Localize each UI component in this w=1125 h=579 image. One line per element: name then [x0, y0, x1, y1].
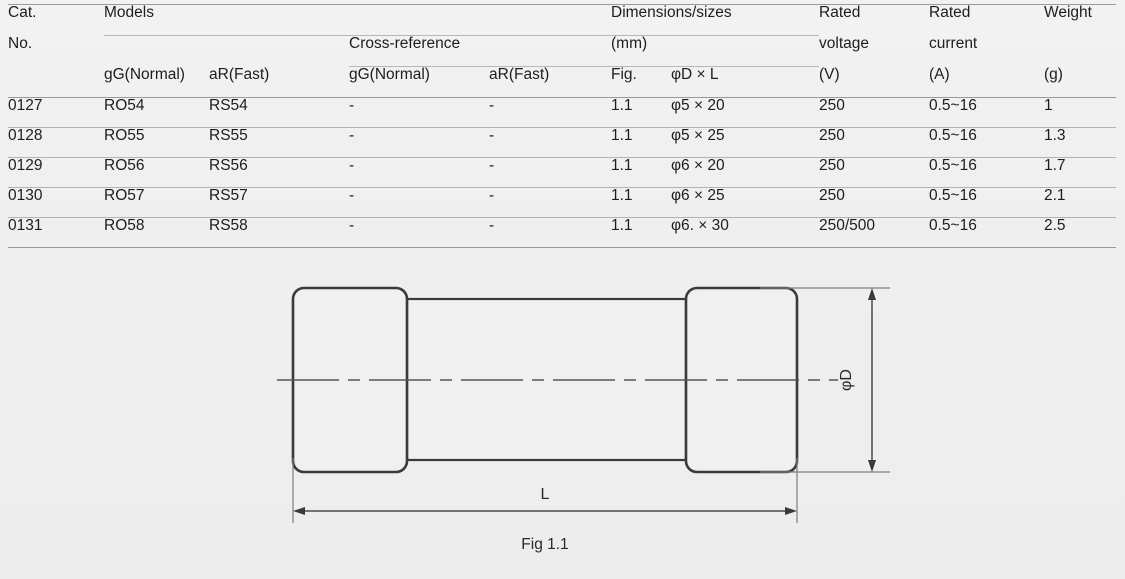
header-voltage-unit: (V) — [819, 65, 840, 83]
table-row: 0131 RO58 RS58 - - 1.1 φ6. × 30 250/500 … — [8, 218, 1116, 248]
cell-current: 0.5~16 — [929, 217, 977, 234]
header-dimensions-line2: (mm) — [611, 35, 819, 67]
cell-fig: 1.1 — [611, 217, 633, 234]
cell-dimension: φ6 × 25 — [671, 187, 725, 204]
cell-cat-no: 0130 — [8, 187, 43, 204]
header-ar-fast: aR(Fast) — [209, 65, 270, 83]
cell-xref-ar: - — [489, 97, 495, 114]
cell-ar-fast: RS56 — [209, 157, 248, 174]
table-header-row-1: Cat. Models Dimensions/sizes Rated Rated… — [8, 4, 1116, 36]
header-weight-line2 — [1044, 36, 1116, 67]
cell-current: 0.5~16 — [929, 127, 977, 144]
cell-xref-ar: - — [489, 157, 495, 174]
phi-d-arrowhead-top — [868, 288, 876, 300]
cell-voltage: 250 — [819, 97, 845, 114]
table-row: 0128 RO55 RS55 - - 1.1 φ5 × 25 250 0.5~1… — [8, 128, 1116, 158]
header-cat-line1: Cat. — [8, 4, 104, 36]
cell-dimension: φ6 × 20 — [671, 157, 725, 174]
cell-fig: 1.1 — [611, 157, 633, 174]
table-row: 0130 RO57 RS57 - - 1.1 φ6 × 25 250 0.5~1… — [8, 188, 1116, 218]
header-dimensions-line1: Dimensions/sizes — [611, 4, 819, 36]
l-label: L — [541, 486, 550, 503]
header-models-spacer-2 — [209, 36, 349, 67]
cell-cat-no: 0128 — [8, 127, 43, 144]
phi-d-arrowhead-bottom — [868, 460, 876, 472]
cell-gg-normal: RO54 — [104, 97, 145, 114]
header-xref-ar-fast: aR(Fast) — [489, 66, 550, 83]
phi-d-dimension: φD — [838, 288, 876, 472]
l-arrowhead-right — [785, 507, 797, 515]
cell-xref-gg: - — [349, 187, 355, 204]
header-current-unit: (A) — [929, 65, 950, 83]
cell-weight: 2.1 — [1044, 187, 1066, 204]
cell-gg-normal: RO57 — [104, 187, 145, 204]
cell-xref-gg: - — [349, 157, 355, 174]
header-models: Models — [104, 4, 611, 36]
figure-caption: Fig 1.1 — [521, 536, 569, 553]
cell-gg-normal: RO56 — [104, 157, 145, 174]
cell-fig: 1.1 — [611, 127, 633, 144]
cell-xref-gg: - — [349, 217, 355, 234]
header-gg-normal: gG(Normal) — [104, 65, 185, 83]
cell-current: 0.5~16 — [929, 97, 977, 114]
cell-dimension: φ6. × 30 — [671, 217, 729, 234]
fuse-spec-table: Cat. Models Dimensions/sizes Rated Rated… — [8, 4, 1116, 248]
cell-fig: 1.1 — [611, 187, 633, 204]
header-phi-d-x-l: φD × L — [671, 66, 719, 83]
cell-weight: 1.7 — [1044, 157, 1066, 174]
header-cat-spacer — [8, 67, 104, 98]
cell-gg-normal: RO55 — [104, 127, 145, 144]
table-row: 0129 RO56 RS56 - - 1.1 φ6 × 20 250 0.5~1… — [8, 158, 1116, 188]
length-dimension: L — [293, 486, 797, 515]
cell-xref-gg: - — [349, 127, 355, 144]
header-cross-reference: Cross-reference — [349, 35, 611, 67]
cell-gg-normal: RO58 — [104, 217, 145, 234]
cell-ar-fast: RS57 — [209, 187, 248, 204]
cell-ar-fast: RS54 — [209, 97, 248, 114]
cell-xref-ar: - — [489, 127, 495, 144]
cell-dimension: φ5 × 25 — [671, 127, 725, 144]
cell-voltage: 250/500 — [819, 217, 876, 234]
l-arrowhead-left — [293, 507, 305, 515]
header-cat-line2: No. — [8, 34, 33, 52]
table-header-row-3: gG(Normal) aR(Fast) gG(Normal) aR(Fast) … — [8, 65, 1116, 98]
specification-table: Cat. Models Dimensions/sizes Rated Rated… — [8, 4, 1116, 248]
fuse-body-tube — [405, 297, 688, 462]
phi-d-label: φD — [838, 369, 855, 391]
cell-voltage: 250 — [819, 127, 845, 144]
header-weight-line1: Weight — [1044, 4, 1116, 36]
cell-cat-no: 0129 — [8, 157, 43, 174]
header-weight-unit: (g) — [1044, 65, 1063, 83]
fuse-technical-drawing: φD L Fig 1.1 — [0, 258, 1125, 579]
cell-ar-fast: RS58 — [209, 217, 248, 234]
cell-weight: 2.5 — [1044, 217, 1066, 234]
table-row: 0127 RO54 RS54 - - 1.1 φ5 × 20 250 0.5~1… — [8, 98, 1116, 128]
header-rated-current-line1: Rated — [929, 4, 1044, 36]
cell-weight: 1 — [1044, 97, 1053, 114]
cell-dimension: φ5 × 20 — [671, 97, 725, 114]
cell-xref-gg: - — [349, 97, 355, 114]
table-header-row-2: No. Cross-reference (mm) voltage current — [8, 34, 1116, 67]
cell-cat-no: 0127 — [8, 97, 43, 114]
fuse-drawing-svg: φD L — [277, 286, 890, 523]
header-rated-voltage-line1: Rated — [819, 4, 929, 36]
cell-fig: 1.1 — [611, 97, 633, 114]
cell-xref-ar: - — [489, 187, 495, 204]
cell-voltage: 250 — [819, 157, 845, 174]
header-rated-voltage-line2: voltage — [819, 34, 869, 52]
header-models-spacer — [104, 36, 209, 67]
cell-cat-no: 0131 — [8, 217, 43, 234]
cell-voltage: 250 — [819, 187, 845, 204]
header-xref-gg-normal: gG(Normal) — [349, 66, 430, 83]
cell-current: 0.5~16 — [929, 157, 977, 174]
cell-ar-fast: RS55 — [209, 127, 248, 144]
header-fig: Fig. — [611, 66, 637, 83]
fuse-body — [405, 297, 688, 462]
cell-weight: 1.3 — [1044, 127, 1066, 144]
header-rated-current-line2: current — [929, 34, 978, 52]
cell-xref-ar: - — [489, 217, 495, 234]
cell-current: 0.5~16 — [929, 187, 977, 204]
